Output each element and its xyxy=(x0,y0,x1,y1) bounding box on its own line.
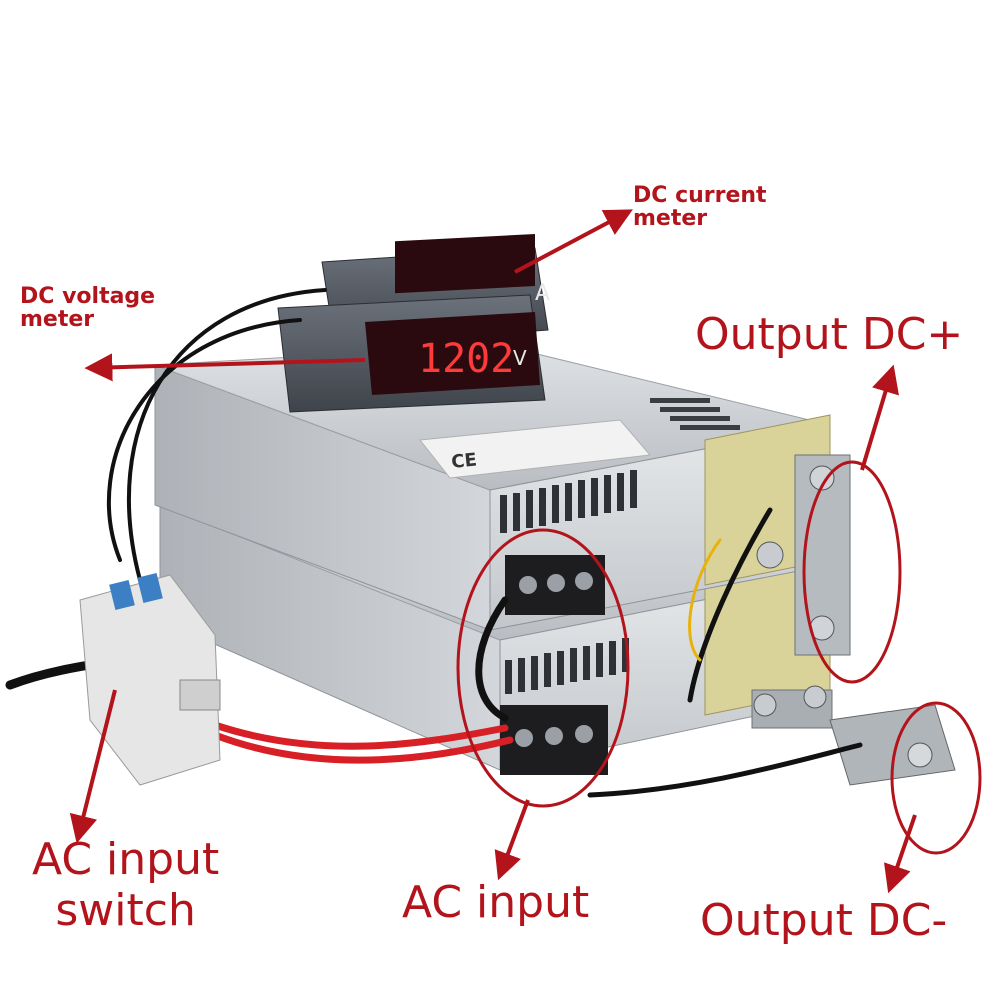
wiring xyxy=(5,288,863,798)
voltage-reading: 1202 xyxy=(418,336,514,382)
label-output-dc-plus: Output DC+ xyxy=(695,309,964,360)
arrow-output-dc-plus xyxy=(860,364,899,471)
lower-ac-terminal-block xyxy=(500,705,608,775)
arrow-icon xyxy=(69,209,917,894)
label-dc-voltage-meter: DC voltage meter xyxy=(20,284,156,333)
dc-voltage-meter: 1202 V xyxy=(277,294,546,413)
lower-dc-terminal-panel xyxy=(704,561,833,729)
ellipse-highlight-icon xyxy=(456,460,982,855)
svg-text:CE: CE xyxy=(450,449,478,473)
output-dc-minus-busbar xyxy=(829,704,956,786)
label-ac-input-switch: AC input switch xyxy=(32,834,220,936)
voltage-unit-label: V xyxy=(513,346,527,370)
label-dc-current-meter: DC current meter xyxy=(633,183,767,232)
ac-input-breaker xyxy=(79,572,221,786)
current-unit-label: A xyxy=(535,281,550,306)
rating-label: CE xyxy=(419,419,651,479)
lower-vent-slots xyxy=(505,638,629,694)
upper-ac-terminal-block xyxy=(505,555,605,615)
arrow-ac-input-switch xyxy=(69,689,117,844)
ellipse-output-dc-plus xyxy=(802,460,902,684)
ellipse-ac-input xyxy=(456,528,630,808)
top-vent-slots xyxy=(650,398,740,430)
label-output-dc-minus: Output DC- xyxy=(700,895,948,946)
arrow-voltage-meter xyxy=(84,353,366,382)
label-ac-input: AC input xyxy=(402,877,590,928)
arrow-current-meter xyxy=(514,209,633,274)
arrow-ac-input xyxy=(494,799,530,881)
upper-vent-slots xyxy=(500,470,637,533)
arrow-output-dc-minus xyxy=(884,814,917,894)
ellipse-output-dc-minus xyxy=(890,701,982,855)
